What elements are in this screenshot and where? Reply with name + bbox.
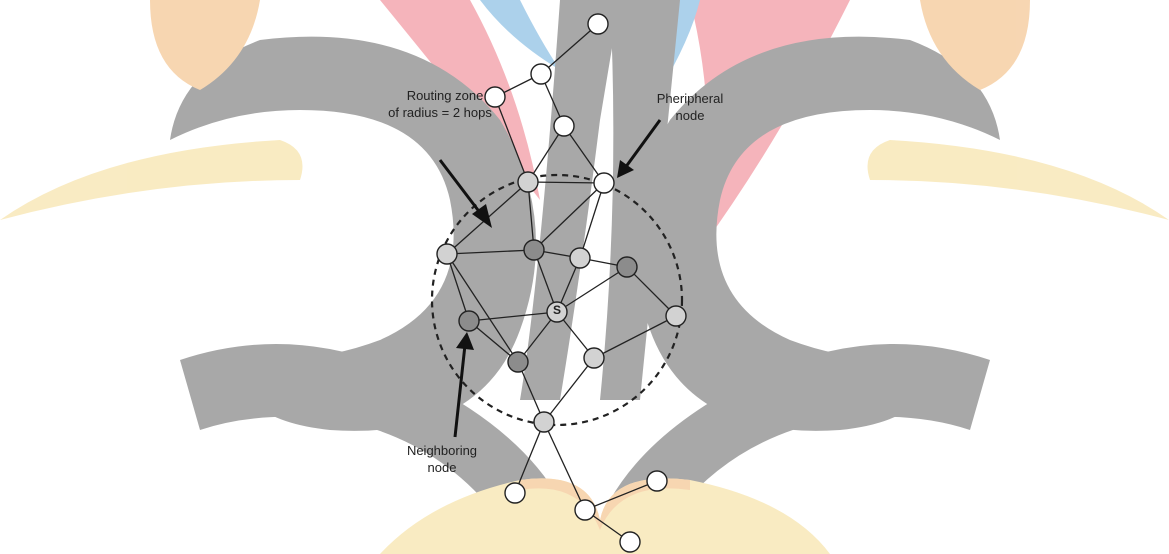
outside-node xyxy=(647,471,667,491)
outside-node xyxy=(594,173,614,193)
neighboring-label-line1: Neighboring xyxy=(407,443,477,458)
routing-zone-label-line1: Routing zone xyxy=(407,88,484,103)
outside-node xyxy=(505,483,525,503)
peripheral-label-line1: Pheripheral xyxy=(657,91,724,106)
peripheral-node xyxy=(518,172,538,192)
peripheral-node xyxy=(437,244,457,264)
neighbor-node xyxy=(524,240,544,260)
neighbor-node xyxy=(459,311,479,331)
peripheral-node xyxy=(570,248,590,268)
neighboring-label-line2: node xyxy=(428,460,457,475)
peripheral-node xyxy=(584,348,604,368)
neighbor-node xyxy=(508,352,528,372)
outside-node xyxy=(620,532,640,552)
outside-node xyxy=(588,14,608,34)
outside-node xyxy=(554,116,574,136)
watermark-cream-beak-right xyxy=(868,140,1169,220)
outside-node xyxy=(485,87,505,107)
peripheral-label-line2: node xyxy=(676,108,705,123)
outside-node xyxy=(531,64,551,84)
watermark-cream-beak-left xyxy=(0,140,303,220)
peripheral-node xyxy=(534,412,554,432)
outside-node xyxy=(575,500,595,520)
source-node-label: S xyxy=(553,303,561,317)
routing-zone-label-line2: of radius = 2 hops xyxy=(388,105,492,120)
neighbor-node xyxy=(617,257,637,277)
peripheral-node xyxy=(666,306,686,326)
network-edge xyxy=(528,182,604,183)
